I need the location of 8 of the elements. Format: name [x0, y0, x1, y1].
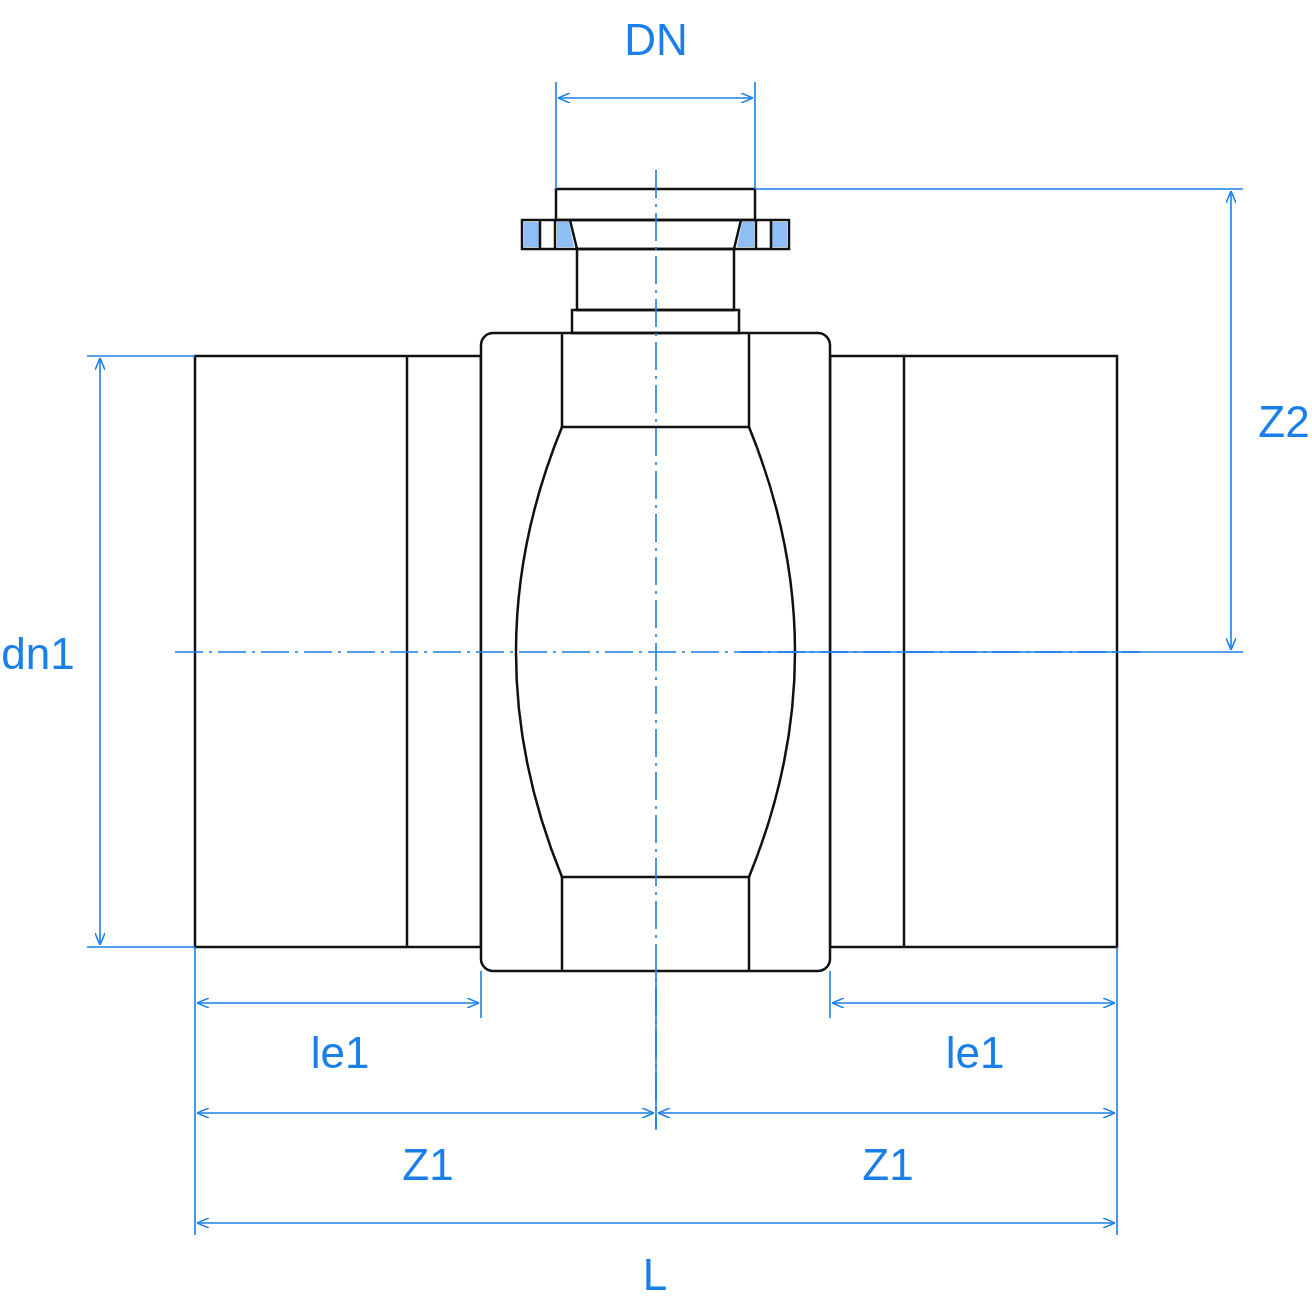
dimension-label: Z2 [1258, 400, 1310, 444]
dimension-label: le1 [945, 1031, 1005, 1075]
dimension-label: Z1 [862, 1143, 914, 1187]
dimension-label: dn1 [1, 632, 75, 676]
dimension-label: DN [624, 18, 688, 62]
dimension-label: le1 [310, 1031, 370, 1075]
dimension-label: L [642, 1253, 668, 1297]
dimension-label: Z1 [402, 1143, 454, 1187]
